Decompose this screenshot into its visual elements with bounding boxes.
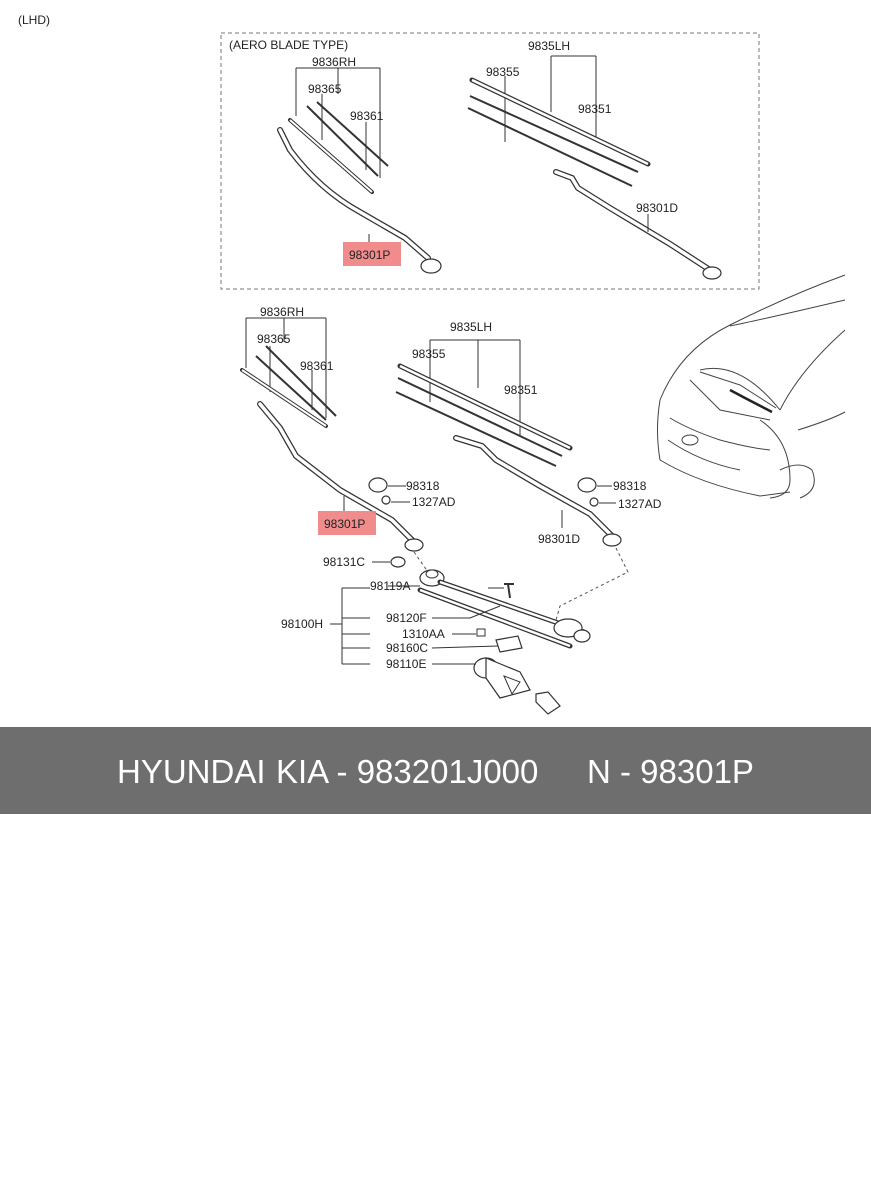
std-lh-refill-a-label: 98355	[412, 347, 446, 361]
linkage-group: 98131C 98119A 98100H 98120F 1310AA 98160…	[281, 555, 591, 715]
aero-section-title: (AERO BLADE TYPE)	[229, 38, 348, 52]
aero-lh-refill-b	[467, 107, 633, 187]
small-bolt	[476, 628, 486, 637]
std-rh-arm-highlight	[318, 511, 376, 535]
bolt-label: 1310AA	[402, 627, 445, 641]
motor-label: 98110E	[386, 657, 426, 671]
wiper-parts-diagram: (LHD) (AERO BLADE TYPE) 9836RH 98365 983…	[18, 13, 846, 715]
aero-lh-refill-a-label: 98355	[486, 65, 520, 79]
bolt	[504, 583, 514, 599]
pivot-cap	[390, 556, 406, 568]
aero-lh-refill-b-label: 98351	[578, 102, 612, 116]
std-lh-nut-label: 1327AD	[618, 497, 662, 511]
link-a-label: 98119A	[370, 579, 410, 593]
std-rh-group: 9836RH 98365 98361 98318 1327AD 98301P	[240, 305, 456, 552]
std-lh-refill-a	[397, 377, 563, 457]
std-rh-cap-label: 98318	[406, 479, 440, 493]
std-rh-nut	[381, 495, 391, 505]
aero-rh-refill-b	[316, 101, 389, 167]
aero-rh-refill-a-label: 98365	[308, 82, 342, 96]
std-rh-assembly-label: 9836RH	[260, 305, 304, 319]
std-rh-refill-a	[255, 355, 327, 421]
aero-rh-refill-b-label: 98361	[350, 109, 384, 123]
car-illustration	[657, 274, 846, 499]
std-rh-nut-label: 1327AD	[412, 495, 456, 509]
std-lh-refill-b	[395, 391, 557, 467]
aero-lh-refill-a	[469, 95, 639, 173]
std-rh-refill-b-label: 98361	[300, 359, 334, 373]
bracket-label: 98160C	[386, 641, 428, 655]
aero-rh-refill-a	[306, 105, 379, 177]
std-rh-arm-label: 98301P	[324, 517, 365, 531]
aero-lh-arm-label: 98301D	[636, 201, 678, 215]
footer-brand: HYUNDAI	[117, 753, 266, 790]
std-lh-cap-label: 98318	[613, 479, 647, 493]
aero-lh-assembly-label: 9835LH	[528, 39, 570, 53]
std-lh-assembly-label: 9835LH	[450, 320, 492, 334]
std-rh-refill-b	[265, 345, 337, 417]
std-lh-nut	[589, 497, 599, 507]
wiper-motor	[473, 657, 561, 715]
std-rh-refill-a-label: 98365	[257, 332, 291, 346]
std-lh-cap	[577, 477, 597, 493]
link-f-label: 98120F	[386, 611, 427, 625]
arm-to-pivot-lh	[555, 547, 629, 621]
aero-section-box	[220, 32, 760, 290]
std-lh-group: 9835LH 98355 98351 98318 1327AD 98301D	[395, 320, 662, 547]
std-lh-refill-b-label: 98351	[504, 383, 538, 397]
pivot-cap-label: 98131C	[323, 555, 365, 569]
aero-rh-arm-label: 98301P	[349, 248, 390, 262]
arm-to-pivot-rh	[413, 551, 429, 573]
std-rh-cap	[368, 477, 388, 493]
bracket	[495, 635, 523, 653]
std-lh-arm-label: 98301D	[538, 532, 580, 546]
footer-bar: HYUNDAI KIA - 983201J000 N - 98301P	[0, 727, 871, 814]
footer-part-number: KIA - 983201J000	[276, 753, 539, 790]
linkage-group-label: 98100H	[281, 617, 323, 631]
footer-ref: N - 98301P	[587, 753, 754, 790]
lhd-label: (LHD)	[18, 13, 50, 27]
aero-rh-assembly-label: 9836RH	[312, 55, 356, 69]
aero-lh-group: 9835LH 98355 98351 98301D	[467, 39, 722, 280]
aero-rh-arm-highlight	[343, 242, 401, 266]
aero-rh-group: 9836RH 98365 98361 98301P	[277, 55, 442, 274]
